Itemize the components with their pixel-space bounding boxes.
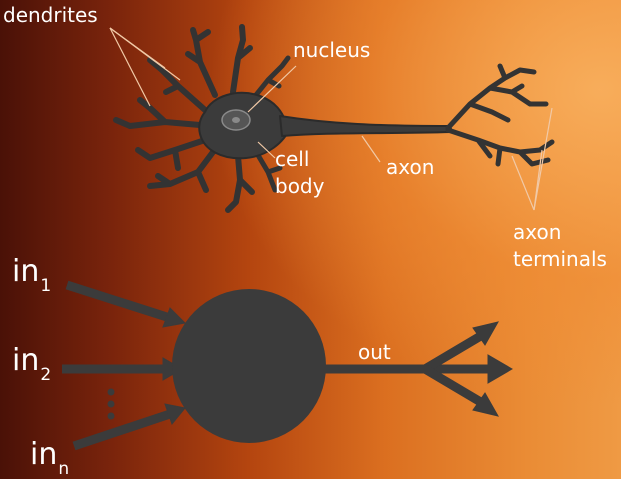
axon-label: axon	[386, 157, 434, 177]
dendrites-label: dendrites	[3, 5, 98, 25]
input-2-label: in2	[12, 346, 51, 376]
cell-body-label-line1: cell	[275, 146, 324, 173]
input-1-label: in1	[12, 257, 51, 287]
input-2-base: in	[12, 343, 39, 378]
input-n-base: in	[30, 437, 57, 472]
input-1-base: in	[12, 254, 39, 289]
input-arrows	[62, 285, 185, 446]
cell-body-label-line2: body	[275, 173, 324, 200]
input-2-subscript: 2	[40, 365, 51, 385]
axon-terminal-branches	[448, 66, 552, 164]
axon-shape	[280, 116, 452, 136]
neuron-circle	[172, 289, 326, 443]
axon-terminals-label-line2: terminals	[513, 246, 607, 273]
output-arrows	[320, 322, 512, 416]
output-label: out	[358, 342, 391, 362]
nucleus-label: nucleus	[293, 40, 370, 60]
axon-terminals-label-line1: axon	[513, 219, 607, 246]
axon-terminals-label: axon terminals	[513, 219, 607, 273]
input-1-subscript: 1	[40, 276, 51, 296]
artificial-neuron-model	[62, 285, 512, 446]
cell-body-label: cell body	[275, 146, 324, 200]
input-n-subscript: n	[58, 459, 69, 479]
ellipsis-dots	[108, 389, 115, 420]
input-n-label: inn	[30, 440, 69, 470]
